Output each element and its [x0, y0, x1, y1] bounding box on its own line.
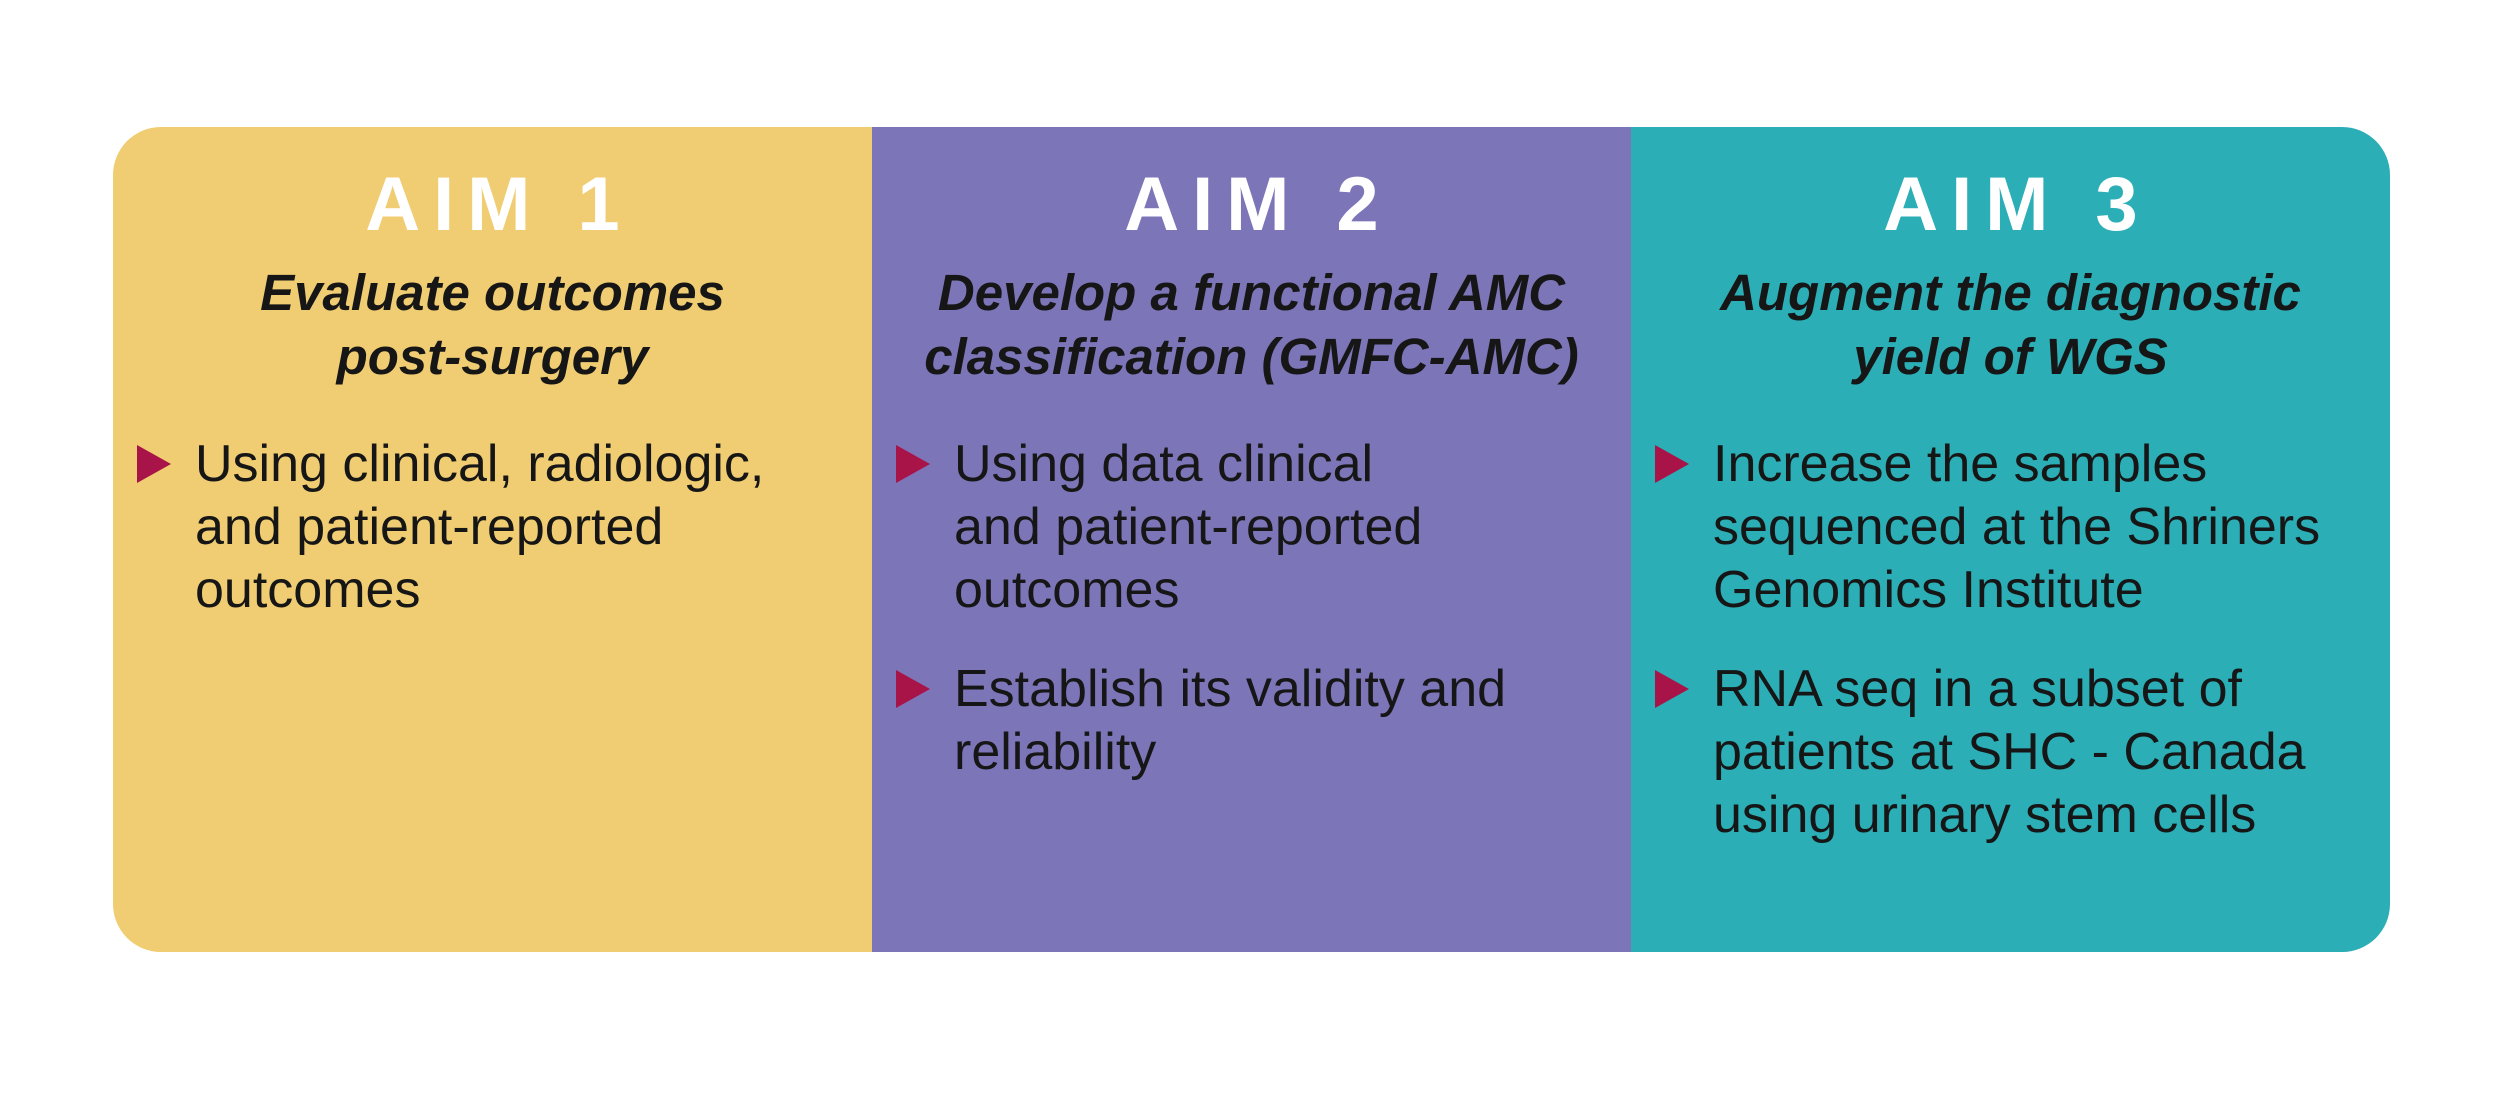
bullet-triangle-icon [137, 445, 171, 483]
aim-3-bullet-list: Increase the samples sequenced at the Sh… [1631, 433, 2390, 847]
aim-2-panel: AIM 2 Develop a functional AMC classific… [872, 127, 1631, 952]
aim-2-title: AIM 2 [1124, 162, 1392, 247]
aim-1-bullet-list: Using clinical, radiologic, and patient-… [113, 433, 872, 622]
bullet-text: Using clinical, radiologic, and patient-… [195, 435, 765, 619]
bullet-text: RNA seq in a subset of patients at SHC -… [1713, 660, 2306, 844]
aim-1-panel: AIM 1 Evaluate outcomes post-surgery Usi… [113, 127, 872, 952]
bullet-triangle-icon [896, 445, 930, 483]
aim-2-bullet-list: Using data clinical and patient-reported… [872, 433, 1631, 784]
bullet-triangle-icon [896, 670, 930, 708]
list-item: RNA seq in a subset of patients at SHC -… [1655, 658, 2372, 847]
aim-2-subtitle: Develop a functional AMC classification … [924, 264, 1579, 385]
bullet-text: Increase the samples sequenced at the Sh… [1713, 435, 2321, 619]
bullet-text: Using data clinical and patient-reported… [954, 435, 1423, 619]
aim-1-title: AIM 1 [365, 162, 633, 247]
aim-3-title: AIM 3 [1883, 162, 2151, 247]
list-item: Using data clinical and patient-reported… [896, 433, 1613, 622]
bullet-text: Establish its validity and reliability [954, 660, 1507, 781]
list-item: Establish its validity and reliability [896, 658, 1613, 784]
aim-3-panel: AIM 3 Augment the diagnostic yield of WG… [1631, 127, 2390, 952]
bullet-triangle-icon [1655, 670, 1689, 708]
bullet-triangle-icon [1655, 445, 1689, 483]
list-item: Increase the samples sequenced at the Sh… [1655, 433, 2372, 622]
list-item: Using clinical, radiologic, and patient-… [137, 433, 854, 622]
aim-3-subtitle: Augment the diagnostic yield of WGS [1720, 264, 2301, 385]
aims-panel-group: AIM 1 Evaluate outcomes post-surgery Usi… [113, 127, 2390, 952]
aim-1-subtitle: Evaluate outcomes post-surgery [260, 264, 725, 385]
